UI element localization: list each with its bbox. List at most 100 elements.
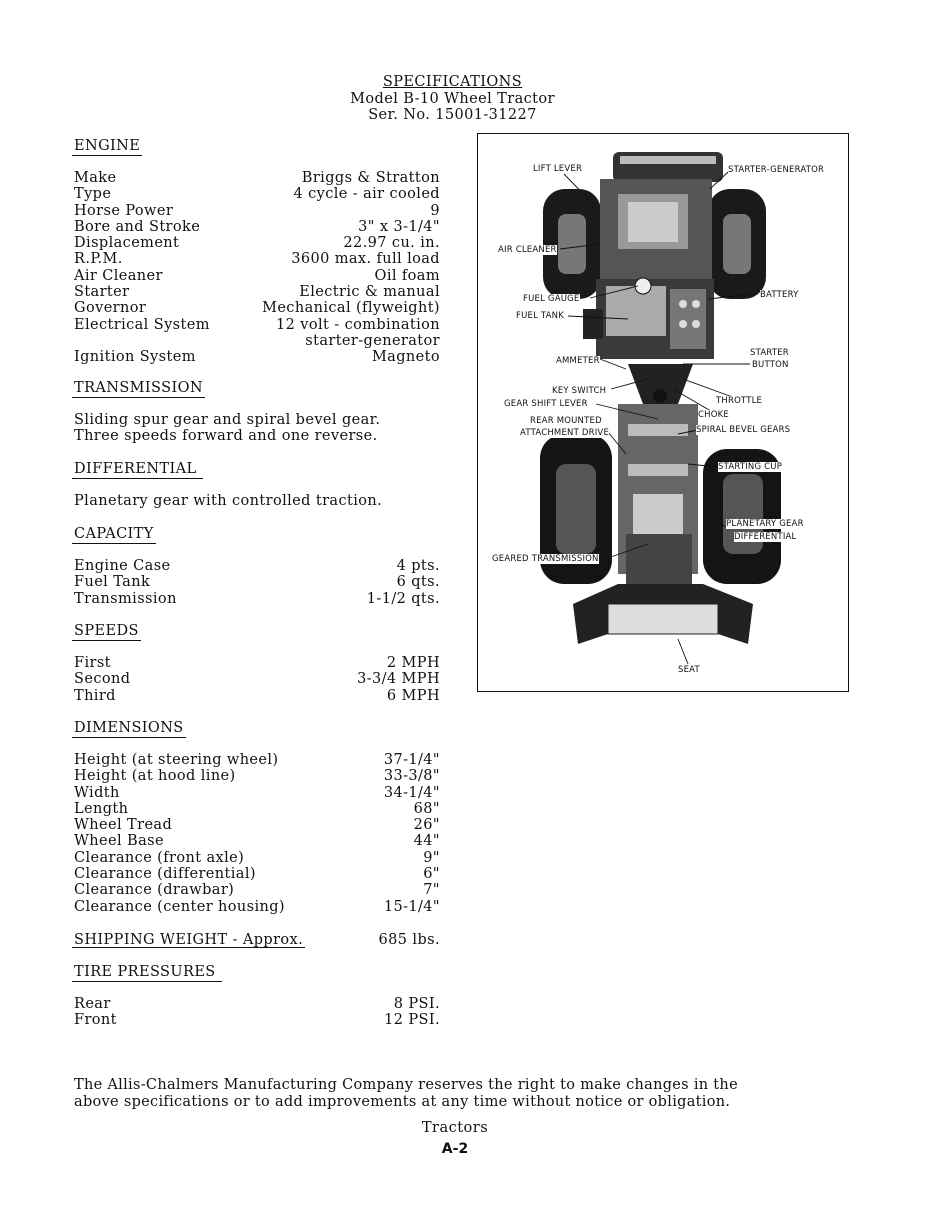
shipping-value: 685 lbs. xyxy=(378,932,440,948)
spec-value: 34-1/4" xyxy=(383,784,440,801)
spec-row: Starter Electric & manual xyxy=(74,284,440,300)
spec-value: 44" xyxy=(413,833,440,850)
spec-label: Transmission xyxy=(74,590,177,607)
spec-label: Displacement xyxy=(74,235,180,252)
label-starter-button-2: BUTTON xyxy=(752,360,789,370)
label-seat: SEAT xyxy=(678,665,700,675)
spec-label: Clearance (drawbar) xyxy=(74,882,235,899)
spec-row: Length 68" xyxy=(74,801,440,817)
spec-label: Length xyxy=(74,800,129,817)
label-planetary-gear: PLANETARY GEAR xyxy=(726,519,804,529)
spec-row: Height (at hood line)33-3/8" xyxy=(74,768,440,784)
spec-value: 22.97 cu. in. xyxy=(343,235,440,252)
spec-value: 6" xyxy=(423,866,440,883)
spec-value: 6 qts. xyxy=(396,574,440,591)
spec-row: Height (at steering wheel) 37-1/4" xyxy=(74,752,440,768)
spec-value: 33-3/8" xyxy=(383,768,440,785)
spec-value: starter-generator xyxy=(305,332,440,349)
spec-label: Air Cleaner xyxy=(74,267,163,284)
speeds-heading: SPEEDS xyxy=(72,623,141,641)
spec-value: Magneto xyxy=(371,349,440,366)
spec-label: Wheel Tread xyxy=(74,817,173,834)
spec-value: 68" xyxy=(413,800,440,817)
title-block: SPECIFICATIONS Model B-10 Wheel Tractor … xyxy=(300,74,605,124)
spec-label: Wheel Base xyxy=(74,833,164,850)
spec-row: starter-generator xyxy=(74,333,440,349)
spec-label: Bore and Stroke xyxy=(74,218,201,235)
disclaimer-line-1: The Allis-Chalmers Manufacturing Company… xyxy=(74,1077,738,1093)
spec-value: 3600 max. full load xyxy=(291,251,440,268)
label-choke: CHOKE xyxy=(698,410,729,420)
dimensions-rows: Height (at steering wheel) 37-1/4"Height … xyxy=(74,752,440,915)
dimensions-section: DIMENSIONS Height (at steering wheel) 37-… xyxy=(72,720,440,915)
label-rear-mounted-1: REAR MOUNTED xyxy=(530,416,602,426)
spec-row: Transmission 1-1/2 qts. xyxy=(74,591,440,607)
spec-label: Fuel Tank xyxy=(74,574,151,591)
capacity-heading: CAPACITY xyxy=(72,526,156,544)
spec-value: 3" x 3-1/4" xyxy=(358,218,440,235)
differential-line-1: Planetary gear with controlled traction. xyxy=(74,493,383,509)
transmission-section: TRANSMISSION Sliding spur gear and spira… xyxy=(72,380,440,445)
label-gear-shift-lever: GEAR SHIFT LEVER xyxy=(504,399,588,409)
label-geared-transmission: GEARED TRANSMISSION xyxy=(492,554,599,564)
spec-label: Horse Power xyxy=(74,202,174,219)
spec-value: Electric & manual xyxy=(299,284,440,301)
label-throttle: THROTTLE xyxy=(716,396,763,406)
label-key-switch: KEY SWITCH xyxy=(552,386,607,396)
spec-label: Rear xyxy=(74,996,111,1012)
engine-heading: ENGINE xyxy=(72,138,143,156)
spec-label: Make xyxy=(74,170,117,186)
spec-label: Ignition System xyxy=(74,349,196,366)
spec-value: 7" xyxy=(423,882,440,899)
spec-value: 12 volt - combination xyxy=(276,316,440,333)
differential-heading: DIFFERENTIAL xyxy=(72,461,203,479)
label-ammeter: AMMETER xyxy=(556,356,600,366)
disclaimer-line-2: above specifications or to add improveme… xyxy=(74,1094,731,1110)
spec-label: Electrical System xyxy=(74,316,210,333)
tires-heading: TIRE PRESSURES xyxy=(72,964,222,982)
spec-label: Third xyxy=(74,687,116,704)
spec-value: 4 cycle - air cooled xyxy=(293,186,440,203)
tractor-diagram: LIFT LEVER STARTER-GENERATOR AIR CLEANER… xyxy=(477,133,849,692)
spec-row: Make Briggs & Stratton xyxy=(74,170,440,186)
transmission-line-2: Three speeds forward and one reverse. xyxy=(74,428,378,445)
spec-value: Briggs & Stratton xyxy=(301,170,440,186)
spec-row: Clearance (front axle)9" xyxy=(74,850,440,866)
label-planetary-differential: DIFFERENTIAL xyxy=(734,532,797,542)
dimensions-heading: DIMENSIONS xyxy=(72,720,186,738)
spec-label: Height (at steering wheel) xyxy=(74,752,279,768)
spec-row: Horse Power 9 xyxy=(74,203,440,219)
spec-row: Wheel Tread 26" xyxy=(74,817,440,833)
spec-value: 2 MPH xyxy=(386,655,440,671)
spec-row: Clearance (drawbar) 7" xyxy=(74,882,440,898)
spec-value: 37-1/4" xyxy=(383,752,440,768)
label-starting-cup: STARTING CUP xyxy=(718,462,783,472)
spec-value: 8 PSI. xyxy=(393,996,440,1012)
spec-label: Starter xyxy=(74,284,130,301)
spec-value: 9 xyxy=(430,202,440,219)
spec-row: Bore and Stroke 3" x 3-1/4" xyxy=(74,219,440,235)
tractor-illustration xyxy=(540,152,781,665)
spec-label: Second xyxy=(74,671,131,688)
label-rear-mounted-2: ATTACHMENT DRIVE xyxy=(520,428,610,438)
spec-label: First xyxy=(74,655,111,671)
spec-value: 1-1/2 qts. xyxy=(366,590,440,607)
shipping-heading: SHIPPING WEIGHT - Approx. xyxy=(72,932,306,949)
label-fuel-tank: FUEL TANK xyxy=(516,311,564,321)
spec-row: Electrical System 12 volt - combination xyxy=(74,317,440,333)
label-battery: BATTERY xyxy=(760,290,799,300)
spec-value: 26" xyxy=(413,817,440,834)
spec-row: Wheel Base 44" xyxy=(74,833,440,849)
spec-label: Width xyxy=(74,784,120,801)
transmission-heading: TRANSMISSION xyxy=(72,380,205,398)
